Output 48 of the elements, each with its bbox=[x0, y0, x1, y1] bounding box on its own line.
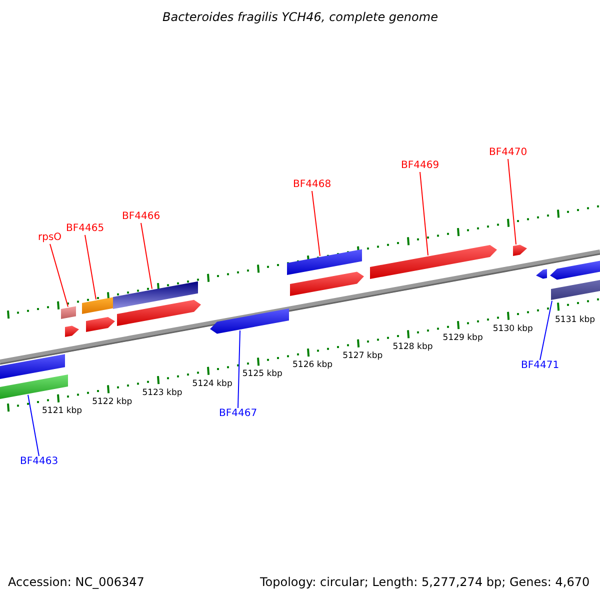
leader-line bbox=[312, 190, 320, 256]
leader-line bbox=[140, 222, 152, 290]
gene-label: BF4468 bbox=[293, 180, 332, 190]
gene-label: BF4469 bbox=[401, 161, 440, 171]
gene-feature bbox=[61, 306, 76, 319]
leader-line bbox=[540, 300, 552, 360]
gene-label: BF4465 bbox=[66, 224, 104, 234]
map-title: Bacteroides fragilis YCH46, complete genome bbox=[162, 11, 438, 23]
scale-label: 5126 kbp bbox=[292, 361, 333, 370]
leader-line bbox=[84, 234, 96, 300]
gene-feature bbox=[370, 245, 497, 279]
leader-line bbox=[238, 330, 240, 408]
gene-feature bbox=[287, 249, 362, 275]
scale-label: 5128 kbp bbox=[392, 342, 433, 352]
gene-feature bbox=[82, 297, 113, 314]
scale-label: 5124 kbp bbox=[192, 380, 232, 388]
scale-label: 5127 kbp bbox=[342, 352, 383, 361]
leader-line bbox=[50, 244, 68, 308]
gene-feature bbox=[551, 280, 600, 300]
gene-feature bbox=[550, 260, 600, 280]
leader-line bbox=[420, 172, 428, 256]
gene-feature bbox=[0, 354, 65, 379]
scale-label: 5130 kbp bbox=[492, 324, 533, 334]
gene-label: BF4471 bbox=[521, 361, 560, 371]
genome-info-text: Topology: circular; Length: 5,277,274 bp; Genes: 4,670 bbox=[260, 576, 590, 588]
gene-feature bbox=[117, 300, 201, 326]
leader-line bbox=[28, 394, 40, 456]
gene-feature bbox=[210, 308, 289, 334]
gene-feature bbox=[65, 326, 79, 337]
gene-feature bbox=[113, 281, 198, 309]
gene-label: rpsO bbox=[38, 233, 62, 243]
gene-feature bbox=[290, 272, 364, 296]
gene-feature bbox=[0, 374, 68, 399]
gene-label: BF4466 bbox=[122, 212, 160, 222]
gene-feature bbox=[536, 269, 547, 279]
gene-label: BF4470 bbox=[489, 148, 528, 158]
scale-label: 5122 kbp bbox=[92, 398, 132, 406]
scale-label: 5129 kbp bbox=[442, 334, 483, 342]
accession-text: Accession: NC_006347 bbox=[8, 576, 144, 588]
leader-line bbox=[508, 158, 516, 245]
scale-label: 5121 kbp bbox=[42, 407, 82, 416]
scale-label: 5125 kbp bbox=[242, 370, 282, 379]
gene-feature bbox=[513, 244, 527, 256]
scale-label: 5123 kbp bbox=[142, 388, 182, 398]
gene-feature bbox=[86, 317, 115, 332]
scale-label: 5131 kbp bbox=[555, 316, 596, 324]
gene-label: BF4463 bbox=[20, 457, 58, 467]
gene-label: BF4467 bbox=[219, 409, 258, 419]
